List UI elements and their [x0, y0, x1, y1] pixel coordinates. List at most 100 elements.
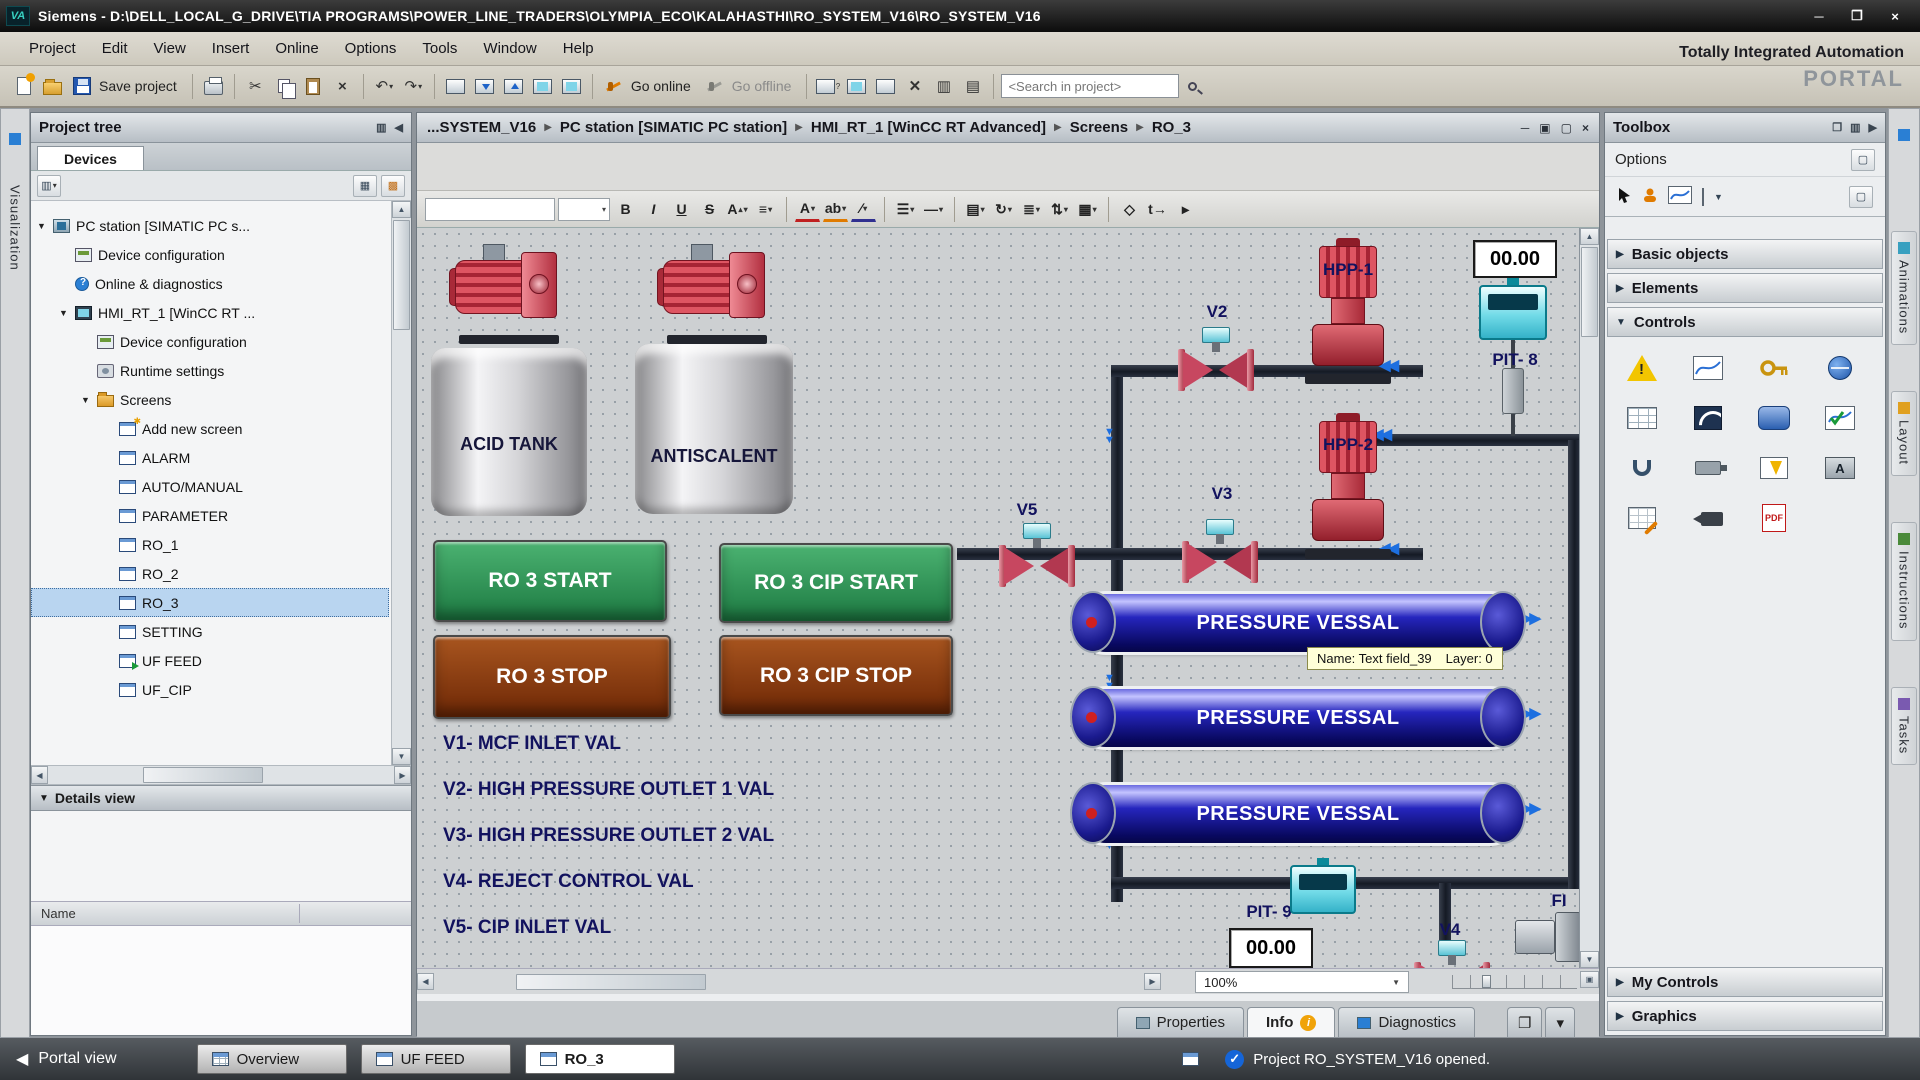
cut-icon[interactable]: ✂: [249, 78, 262, 95]
fit-to-screen-icon[interactable]: ▣: [1580, 971, 1599, 988]
valve-v2[interactable]: [1178, 327, 1254, 395]
section-my-controls[interactable]: ▶ My Controls: [1607, 967, 1883, 997]
line-color-button[interactable]: ∕▾: [851, 197, 876, 222]
legend-line-v5[interactable]: V5- CIP INLET VAL: [443, 917, 612, 938]
stop-runtime-icon[interactable]: [558, 73, 585, 100]
scroll-up-icon[interactable]: ▲: [392, 201, 411, 218]
feed-pump-2[interactable]: [657, 234, 773, 348]
go-offline-button[interactable]: Go offline: [731, 78, 792, 94]
valve-v4[interactable]: [1414, 940, 1490, 968]
camera-view-icon[interactable]: [1675, 493, 1741, 543]
legend-line-v2[interactable]: V2- HIGH PRESSURE OUTLET 1 VAL: [443, 779, 775, 800]
minimize-window-icon[interactable]: ─: [1814, 8, 1824, 24]
split-vertical-icon[interactable]: ▤: [965, 78, 981, 95]
channel-diagnose-icon[interactable]: [1609, 443, 1675, 493]
feed-pump-1[interactable]: [449, 234, 565, 348]
pressure-vessel-2[interactable]: PRESSURE VESSAL: [1070, 686, 1526, 748]
hmi-canvas[interactable]: ◀◀ ◀◀ ◀◀ ▶▶ ▶▶ ▶▶ ▼▼ ▼▼ ▼▼ ACID TANK ANT…: [417, 228, 1580, 968]
scrollbar-thumb[interactable]: [516, 973, 706, 990]
align-button[interactable]: ☰▾: [896, 200, 915, 217]
zoom-slider-thumb[interactable]: [1482, 975, 1491, 988]
canvas-vertical-scrollbar[interactable]: ▲ ▼: [1580, 228, 1599, 968]
search-icon[interactable]: [1181, 73, 1208, 100]
breadcrumb-pc-station[interactable]: PC station [SIMATIC PC station]: [559, 119, 788, 136]
pdf-view-icon[interactable]: PDF: [1741, 493, 1807, 543]
device-info-icon[interactable]: [872, 73, 899, 100]
pit9-transmitter[interactable]: [1290, 858, 1356, 914]
screen-keyboard-icon[interactable]: A: [1807, 443, 1873, 493]
pin-panel-icon[interactable]: ▥: [1850, 122, 1861, 134]
valve-v3[interactable]: [1182, 519, 1258, 587]
breadcrumb-ro3[interactable]: RO_3: [1151, 119, 1191, 136]
save-project-icon[interactable]: [68, 73, 95, 100]
recipe-view-icon[interactable]: [1609, 393, 1675, 443]
pin-panel-icon[interactable]: ▥: [376, 122, 387, 134]
tab-devices[interactable]: Devices: [37, 146, 144, 170]
download-to-device-icon[interactable]: [471, 73, 498, 100]
open-project-icon[interactable]: [39, 73, 66, 100]
pipe-right-vertical[interactable]: [1568, 440, 1579, 889]
tree-filter-icon[interactable]: ▥▾: [37, 174, 61, 197]
function-trend-view-icon[interactable]: [1807, 393, 1873, 443]
bold-button[interactable]: B: [620, 201, 631, 217]
legend-line-v4[interactable]: V4- REJECT CONTROL VAL: [443, 871, 694, 892]
scroll-right-icon[interactable]: ▶: [394, 766, 411, 784]
tree-columns-icon[interactable]: ▦: [353, 174, 377, 197]
go-online-icon[interactable]: [600, 73, 627, 100]
justify-button[interactable]: ≡▾: [758, 201, 773, 217]
editor-float-icon[interactable]: ▣: [1539, 120, 1551, 135]
details-name-column-header[interactable]: Name: [31, 901, 411, 926]
restore-window-icon[interactable]: ❐: [1851, 8, 1863, 23]
legend-line-v3[interactable]: V3- HIGH PRESSURE OUTLET 2 VAL: [443, 825, 775, 846]
tree-item-runtime-settings[interactable]: Runtime settings: [31, 356, 389, 385]
ro3-stop-button[interactable]: RO 3 STOP: [433, 635, 671, 719]
section-controls[interactable]: ▼ Controls: [1607, 307, 1883, 337]
bottom-tab-ro3[interactable]: RO_3: [524, 1044, 675, 1074]
layers-button[interactable]: ⇅▾: [1051, 200, 1068, 217]
toolbar-overflow-icon[interactable]: ▸: [1181, 200, 1190, 217]
zoom-slider[interactable]: [1452, 975, 1577, 989]
system-diagnostics-view-icon[interactable]: [1675, 393, 1741, 443]
tab-info[interactable]: Info i: [1246, 1007, 1336, 1037]
tab-properties[interactable]: Properties: [1116, 1007, 1244, 1037]
editor-minimize-icon[interactable]: ─: [1520, 120, 1530, 135]
valve-v5[interactable]: [999, 523, 1075, 591]
section-elements[interactable]: ▶ Elements: [1607, 273, 1883, 303]
media-player-icon[interactable]: [1741, 393, 1807, 443]
tab-instructions[interactable]: Instructions: [1891, 522, 1917, 641]
upload-from-device-icon[interactable]: [500, 73, 527, 100]
format-painter-icon[interactable]: ◇: [1124, 200, 1135, 217]
scroll-right-icon[interactable]: ▶: [1144, 973, 1161, 990]
user-view-icon[interactable]: [1741, 343, 1807, 393]
go-online-button[interactable]: Go online: [630, 78, 691, 94]
menu-help[interactable]: Help: [562, 40, 594, 57]
ro3-cip-start-button[interactable]: RO 3 CIP START: [719, 543, 953, 623]
legend-line-v1[interactable]: V1- MCF INLET VAL: [443, 733, 622, 754]
undo-button[interactable]: ↶▾: [375, 78, 394, 95]
group-button[interactable]: ▦▾: [1078, 200, 1097, 217]
scroll-down-icon[interactable]: ▼: [1580, 951, 1599, 968]
pit9-value-field[interactable]: 00.00: [1229, 928, 1313, 968]
tree-item-ro-1[interactable]: RO_1: [31, 530, 389, 559]
line-style-button[interactable]: —▾: [923, 201, 943, 217]
expander-icon[interactable]: ▼: [59, 307, 68, 318]
tree-item-pc-station[interactable]: ▼PC station [SIMATIC PC s...: [31, 211, 389, 240]
breadcrumb-project[interactable]: ...SYSTEM_V16: [427, 119, 537, 136]
tab-order-icon[interactable]: t→: [1148, 201, 1167, 217]
font-color-button[interactable]: A▾: [795, 197, 820, 222]
options-detach-icon[interactable]: ▢: [1851, 148, 1875, 171]
font-grow-button[interactable]: A▴▾: [727, 201, 748, 217]
tree-horizontal-scrollbar[interactable]: ◀ ▶: [31, 765, 411, 785]
breadcrumb-screens[interactable]: Screens: [1069, 119, 1129, 136]
menu-tools[interactable]: Tools: [422, 40, 458, 57]
compile-icon[interactable]: [442, 73, 469, 100]
menu-edit[interactable]: Edit: [101, 40, 128, 57]
pit8-value-field[interactable]: 00.00: [1473, 240, 1557, 278]
expander-icon[interactable]: ▼: [37, 220, 46, 231]
grid-tool-icon[interactable]: [1702, 187, 1704, 206]
antiscalent-tank[interactable]: ANTISCALENT: [635, 344, 793, 514]
highlight-color-button[interactable]: ab▾: [823, 197, 848, 222]
arrange-button[interactable]: ▤▾: [966, 200, 985, 217]
rotate-button[interactable]: ↻▾: [995, 200, 1012, 217]
menu-view[interactable]: View: [153, 40, 186, 57]
